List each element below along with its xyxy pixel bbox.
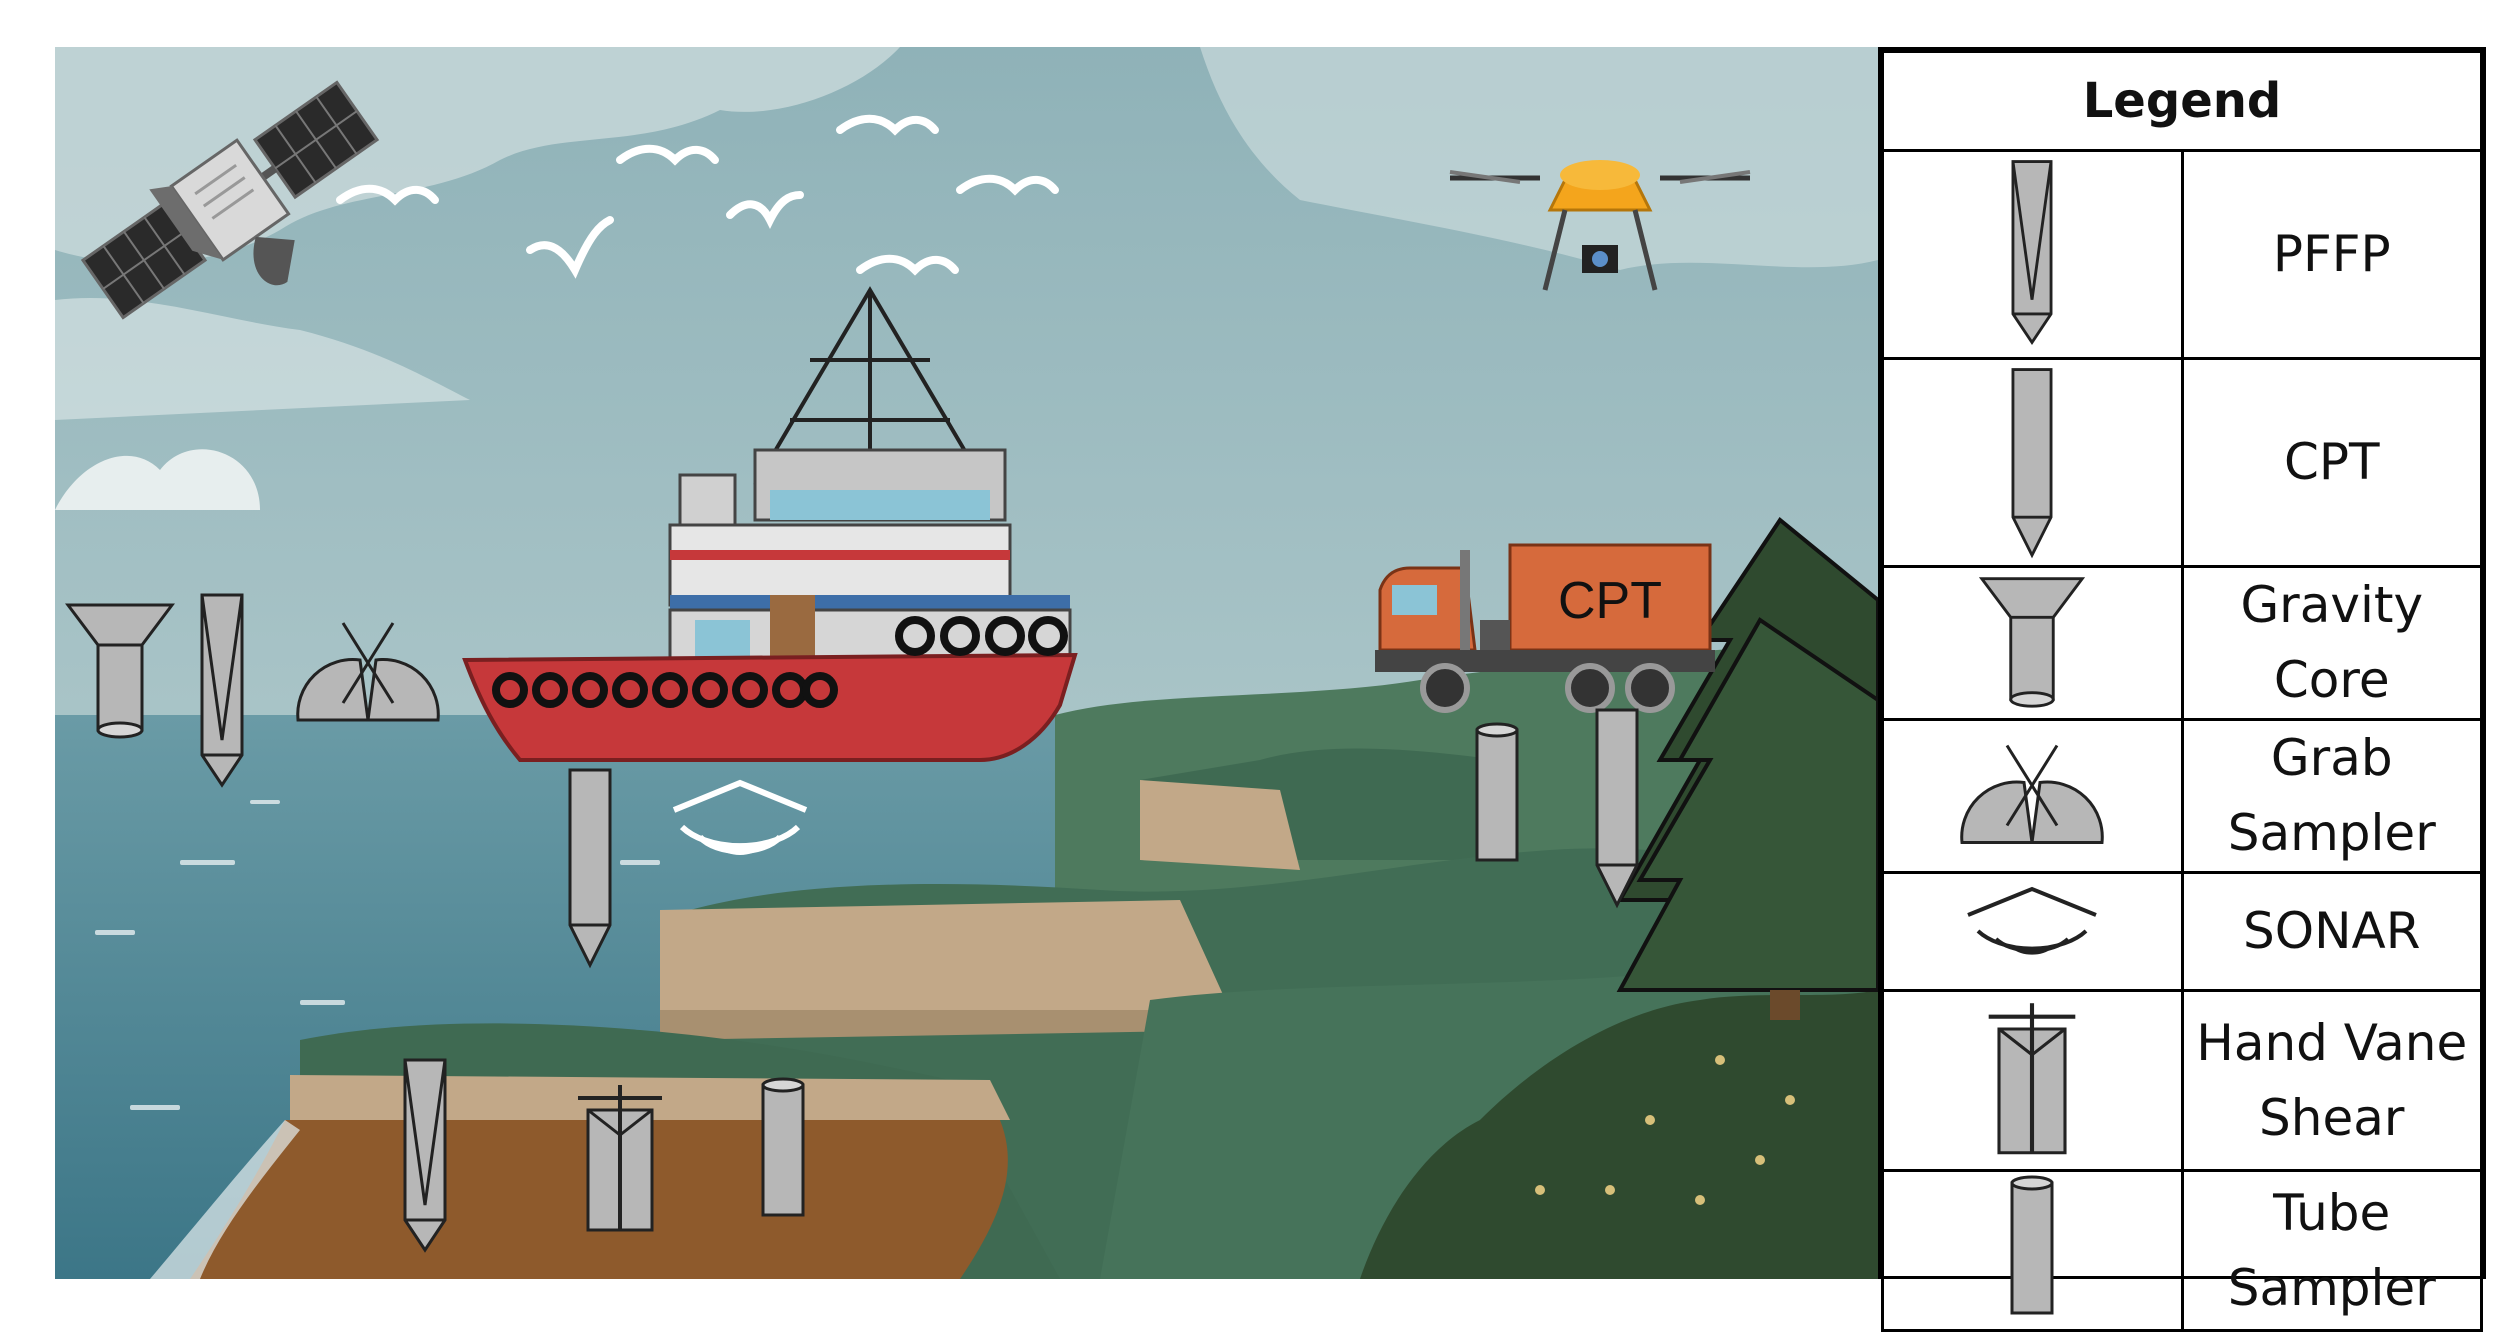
grab-sampler-icon (1960, 744, 2105, 844)
sonar-icon-legend (1966, 887, 2099, 955)
coastal-site-illustration: CPT (55, 47, 1878, 1279)
birds (336, 114, 1059, 279)
scene-cpt-icon (568, 768, 612, 967)
drone-icon (1449, 160, 1751, 291)
legend-label-grab-sampler: Grab Sampler (2227, 729, 2436, 862)
sonar-icon (672, 779, 808, 855)
legend-table: Legend PFFP CPT Gravity Core Grab Sample… (1878, 47, 2486, 1332)
hand-vane-shear-icon (1977, 996, 2087, 1161)
legend-label-sonar: SONAR (2243, 902, 2421, 960)
ship-icon (462, 286, 1078, 762)
scene-cpt-icon-truck (1595, 708, 1639, 907)
scene-tube-sampler-icon (1475, 722, 1519, 862)
tube-sampler-icon (2010, 1175, 2054, 1315)
legend-title: Legend (1881, 50, 2483, 152)
gravity-core-icon (1980, 576, 2084, 708)
scene-pffp-icon (200, 593, 244, 787)
cpt-icon (2011, 368, 2053, 557)
legend-label-pffp: PFFP (2272, 225, 2391, 283)
pffp-icon (2011, 160, 2053, 344)
legend-label-cpt: CPT (2283, 433, 2380, 491)
truck-icon: CPT (1375, 543, 1715, 713)
truck-label: CPT (1558, 572, 1662, 630)
legend-label-gravity-core: Gravity Core (2240, 576, 2424, 709)
legend-label-hand-vane-shear: Hand Vane Shear (2196, 1013, 2468, 1147)
scene-tube-sampler-icon-beach (761, 1077, 805, 1217)
scene-pffp-icon-beach (403, 1058, 447, 1252)
legend-label-tube-sampler: Tube Sampler (2227, 1183, 2436, 1317)
pine-trees (1616, 517, 1878, 1020)
satellite-icon (80, 80, 380, 320)
